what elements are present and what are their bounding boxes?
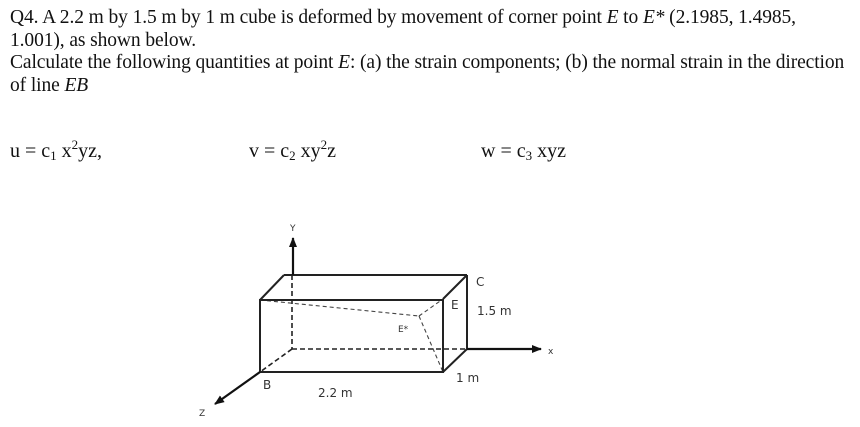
question-text: Q4. A 2.2 m by 1.5 m by 1 m cube is defo… bbox=[10, 7, 855, 97]
deformed-lines bbox=[259, 298, 444, 373]
line-eb-ref: EB bbox=[64, 74, 89, 96]
question-statement: Q4. A 2.2 m by 1.5 m by 1 m cube is defo… bbox=[10, 7, 796, 51]
height-dimension-label: 1.5 m bbox=[477, 304, 512, 318]
axes bbox=[214, 237, 542, 405]
point-e-label: E bbox=[451, 298, 459, 312]
depth-dimension-label: 1 m bbox=[456, 371, 479, 385]
hidden-edges bbox=[259, 275, 467, 373]
x-axis-label: x bbox=[548, 347, 554, 357]
question-number: Q4. bbox=[10, 7, 39, 28]
length-dimension-label: 2.2 m bbox=[318, 386, 353, 400]
equation-w: w = c3 xyz bbox=[481, 140, 566, 163]
y-axis-label: Y bbox=[289, 224, 296, 234]
point-e-ref: E bbox=[606, 7, 619, 28]
z-axis-label: Z bbox=[199, 409, 205, 419]
point-b-label: B bbox=[263, 378, 271, 392]
question-task: Calculate the following quantities at po… bbox=[10, 52, 845, 96]
equation-v: v = c2 xy2z bbox=[249, 137, 337, 163]
z-axis bbox=[214, 371, 261, 405]
point-estar-label: E* bbox=[398, 325, 409, 335]
visible-edges bbox=[259, 274, 468, 373]
point-c-label: C bbox=[476, 275, 484, 289]
point-estar-ref: E* bbox=[642, 7, 665, 28]
equation-u: u = c1 x2yz, bbox=[10, 137, 103, 163]
